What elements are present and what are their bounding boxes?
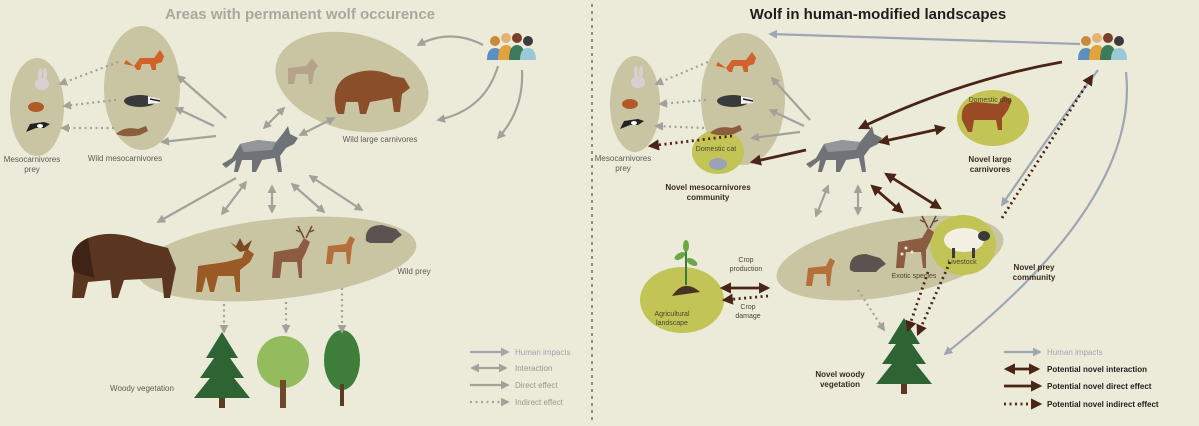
right-rodent-icon bbox=[622, 99, 638, 109]
right-novel-arrows bbox=[719, 60, 1063, 294]
left-woody-vegetation-label: Woody vegetation bbox=[110, 384, 174, 393]
left-legend-interaction-label: Interaction bbox=[515, 364, 552, 373]
crop-damage-line1: Crop bbox=[740, 304, 755, 311]
right-mesocarnivores-prey-line2: prey bbox=[615, 164, 631, 173]
livestock-label: Livestock bbox=[947, 259, 977, 266]
right-human-arrows bbox=[768, 29, 1128, 356]
domestic-dog-label: Domestic dog bbox=[969, 97, 1012, 104]
wolf-icon bbox=[222, 126, 298, 172]
left-legend-direct-label: Direct effect bbox=[515, 381, 558, 390]
crop-plant-icon bbox=[672, 240, 700, 296]
left-arrows bbox=[156, 35, 524, 223]
oval-tree-icon bbox=[324, 330, 360, 406]
agricultural-highlight bbox=[640, 267, 724, 333]
crop-damage-line2: damage bbox=[735, 313, 760, 320]
agricultural-line2: landscape bbox=[656, 320, 688, 327]
left-wild-large-carnivores-label: Wild large carnivores bbox=[343, 135, 418, 144]
right-legend-human-label: Human impacts bbox=[1047, 348, 1103, 357]
right-legend-direct-label: Potential novel direct effect bbox=[1047, 382, 1152, 391]
domestic-dog-icon bbox=[961, 96, 1012, 132]
left-wild-mesocarnivores-label: Wild mesocarnivores bbox=[88, 154, 162, 163]
novel-meso-line1: Novel mesocarnivores bbox=[665, 183, 751, 192]
right-direct-arrows bbox=[750, 76, 863, 218]
right-mesocarnivores-prey-line1: Mesocarnivores bbox=[595, 154, 651, 163]
domestic-cat-label: Domestic cat bbox=[696, 146, 737, 153]
novel-prey-line2: community bbox=[1013, 273, 1056, 282]
left-legend-human-label: Human impacts bbox=[515, 348, 571, 357]
novel-woody-line1: Novel woody bbox=[815, 370, 865, 379]
left-indirect-arrows bbox=[58, 60, 347, 334]
novel-meso-line2: community bbox=[687, 193, 730, 202]
novel-large-line1: Novel large bbox=[968, 155, 1012, 164]
right-gray-indirect-arrows bbox=[654, 60, 885, 332]
rodent-icon bbox=[28, 102, 44, 112]
left-legend: Human impacts Interaction Direct effect … bbox=[470, 347, 571, 407]
left-mesocarnivores-prey-line1: Mesocarnivores bbox=[4, 155, 60, 164]
novel-prey-line1: Novel prey bbox=[1014, 263, 1055, 272]
conifer-tree-icon bbox=[194, 332, 250, 408]
left-wild-prey-label: Wild prey bbox=[397, 267, 430, 276]
right-title: Wolf in human-modified landscapes bbox=[750, 6, 1006, 23]
left-title: Areas with permanent wolf occurence bbox=[165, 6, 435, 23]
novel-large-line2: carnivores bbox=[970, 165, 1011, 174]
right-legend-indirect-label: Potential novel indirect effect bbox=[1047, 400, 1159, 409]
sheep-icon bbox=[944, 228, 990, 258]
exotic-species-label: Exotic species bbox=[892, 273, 937, 280]
right-wolf-icon bbox=[806, 126, 882, 172]
crop-production-line2: production bbox=[730, 266, 763, 273]
left-mesocarnivores-prey-line2: prey bbox=[24, 165, 40, 174]
novel-woody-line2: vegetation bbox=[820, 380, 860, 389]
domestic-cat-icon bbox=[709, 158, 727, 170]
domestic-cat-highlight bbox=[692, 130, 744, 174]
deciduous-tree-icon bbox=[257, 336, 309, 408]
spotted-deer-icon bbox=[895, 215, 939, 269]
crop-production-line1: Crop bbox=[738, 257, 753, 264]
left-legend-indirect-label: Indirect effect bbox=[515, 398, 564, 407]
right-novel-indirect-arrows bbox=[647, 74, 1094, 337]
right-people-icon bbox=[1078, 33, 1127, 60]
right-legend-interaction-label: Potential novel interaction bbox=[1047, 365, 1147, 374]
right-conifer-icon bbox=[876, 318, 932, 394]
people-icon bbox=[487, 33, 536, 60]
right-legend: Human impacts Potential novel interactio… bbox=[1003, 347, 1159, 410]
agricultural-line1: Agricultural bbox=[654, 311, 689, 318]
